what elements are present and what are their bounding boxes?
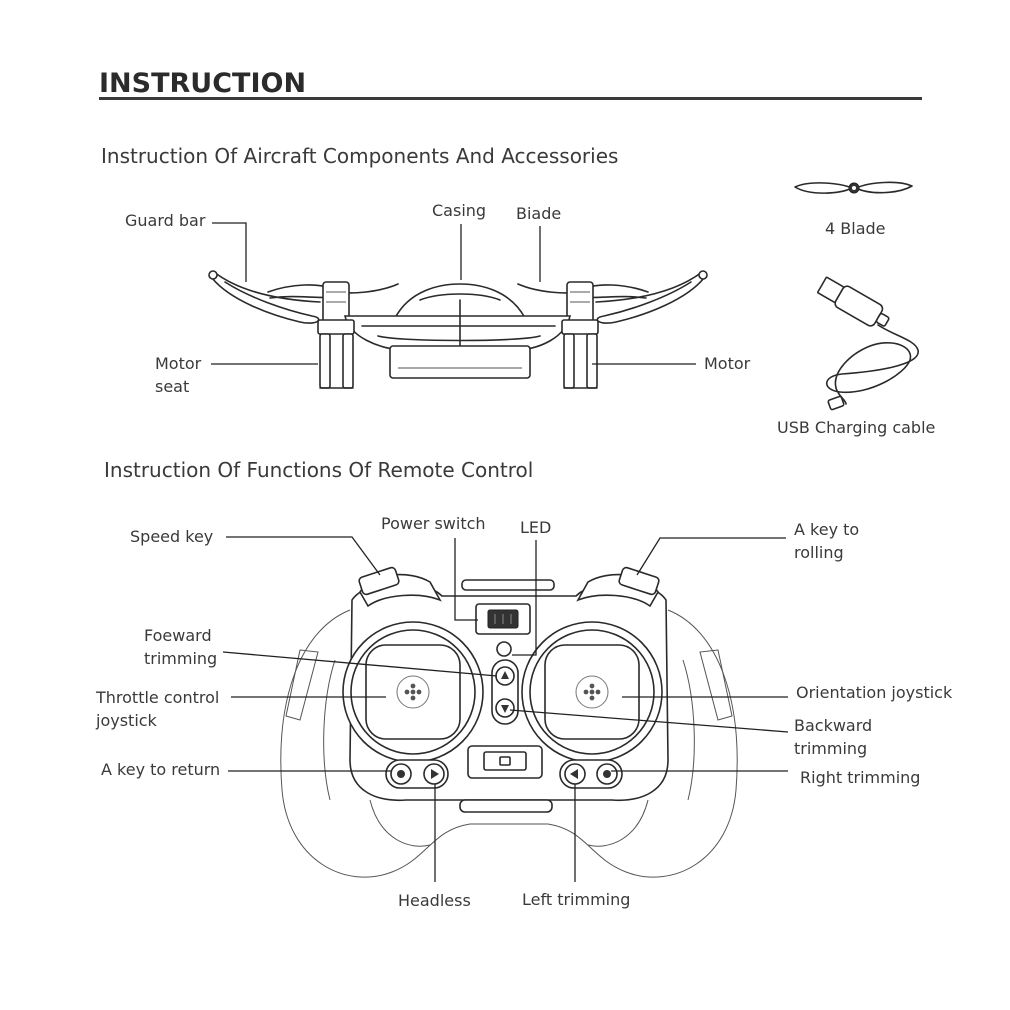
label-power-switch: Power switch	[381, 514, 486, 533]
label-backward-trim-line1: Backward	[794, 716, 872, 735]
label-motor: Motor	[704, 354, 751, 373]
label-key-rolling-line1: A key to	[794, 520, 859, 539]
page-title: INSTRUCTION	[99, 68, 306, 99]
title-rule	[99, 97, 922, 100]
label-casing: Casing	[432, 201, 486, 220]
label-key-return: A key to return	[101, 760, 220, 779]
leader-led	[512, 540, 537, 656]
label-throttle-line2: joystick	[95, 711, 158, 730]
section-remote-heading: Instruction Of Functions Of Remote Contr…	[104, 458, 533, 482]
leader-backward-trim	[509, 709, 789, 733]
label-led: LED	[520, 518, 551, 537]
leader-guard-bar	[212, 222, 247, 282]
label-right-trim: Right trimming	[800, 768, 920, 787]
label-motor-seat-line1: Motor	[155, 354, 202, 373]
label-forward-trim-line1: Foeward	[144, 626, 212, 645]
label-throttle-line1: Throttle control	[95, 688, 219, 707]
leader-key-rolling	[636, 537, 786, 576]
label-key-rolling-line2: rolling	[794, 543, 844, 562]
label-blade: Biade	[516, 204, 561, 223]
label-forward-trim-line2: trimming	[144, 649, 217, 668]
leader-power-switch	[454, 538, 478, 621]
leader-speed-key	[226, 536, 381, 576]
leader-forward-trim	[222, 651, 498, 677]
remote-control-illustration	[280, 566, 738, 878]
usb-cable-illustration	[817, 276, 919, 411]
label-guard-bar: Guard bar	[125, 211, 206, 230]
label-speed-key: Speed key	[130, 527, 213, 546]
label-headless: Headless	[398, 891, 471, 910]
label-backward-trim-line2: trimming	[794, 739, 867, 758]
section-aircraft-heading: Instruction Of Aircraft Components And A…	[101, 144, 618, 168]
label-left-trim: Left trimming	[522, 890, 630, 909]
label-4-blade: 4 Blade	[825, 219, 886, 238]
label-usb-cable: USB Charging cable	[777, 418, 935, 437]
label-motor-seat-line2: seat	[155, 377, 189, 396]
drone-illustration	[208, 270, 708, 389]
blade-accessory-illustration	[794, 181, 913, 194]
label-orientation: Orientation joystick	[796, 683, 953, 702]
